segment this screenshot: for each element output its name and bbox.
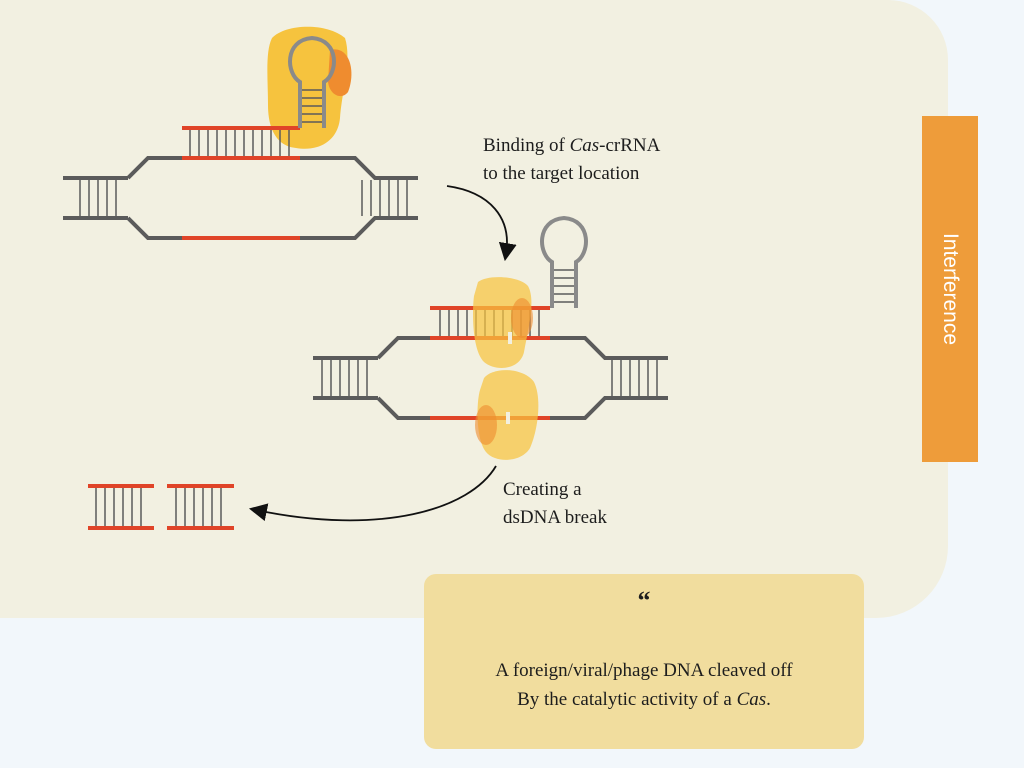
rungs-left-middle — [321, 360, 368, 396]
quote-line2-suffix: . — [766, 689, 771, 710]
arrow-binding — [446, 185, 517, 262]
cas-protein-blob-top — [267, 26, 348, 149]
cas-crrna-complex-top — [182, 26, 352, 156]
quote-mark-icon: “ — [637, 586, 651, 615]
cas-accent-lower-middle — [475, 405, 497, 445]
cleaved-dna-fragments — [88, 484, 234, 530]
arrow-cleavage — [248, 465, 497, 522]
dna-upper-strand-top — [126, 156, 418, 180]
caption-binding-suffix: -crRNA — [599, 135, 661, 156]
hairpin-rungs-top — [302, 89, 322, 123]
rungs-right-middle — [611, 360, 658, 396]
fragment-left — [88, 484, 154, 530]
caption-break: Creating a dsDNA break — [503, 476, 607, 532]
rungs-left-top — [79, 180, 117, 216]
caption-binding-prefix: Binding of — [483, 135, 570, 156]
crrna-hairpin-middle — [540, 215, 588, 308]
crrna-rungs-top — [189, 130, 290, 156]
cas-accent-upper-middle — [511, 298, 533, 338]
dna-lower-strand-top — [126, 216, 418, 240]
quote-line2-prefix: By the catalytic activity of a — [517, 689, 737, 710]
quote-text: A foreign/viral/phage DNA cleaved off By… — [424, 656, 864, 714]
interference-tab-label: Interference — [939, 232, 962, 346]
quote-line2-cas: Cas — [736, 689, 767, 710]
caption-binding-cas: Cas — [569, 135, 600, 156]
crrna-hairpin-top — [288, 35, 336, 128]
quote-box: “ A foreign/viral/phage DNA cleaved off … — [424, 574, 864, 749]
dna-duplex-top — [63, 156, 418, 240]
dna-upper-strand-middle — [376, 336, 668, 360]
caption-break-line2: dsDNA break — [503, 507, 607, 528]
caption-binding: Binding of Cas-crRNA to the target locat… — [483, 132, 660, 188]
dna-duplex-middle — [313, 215, 668, 460]
caption-break-line1: Creating a — [503, 479, 582, 500]
cas-protein-upper-middle — [473, 277, 532, 368]
dna-lower-strand-middle — [376, 396, 668, 420]
dna-left-end-top — [63, 176, 128, 220]
caption-binding-line2: to the target location — [483, 163, 640, 184]
fragment-right — [167, 484, 234, 530]
quote-line1: A foreign/viral/phage DNA cleaved off — [495, 660, 793, 681]
rungs-right-top — [361, 180, 408, 216]
interference-tab[interactable]: Interference — [922, 116, 978, 462]
